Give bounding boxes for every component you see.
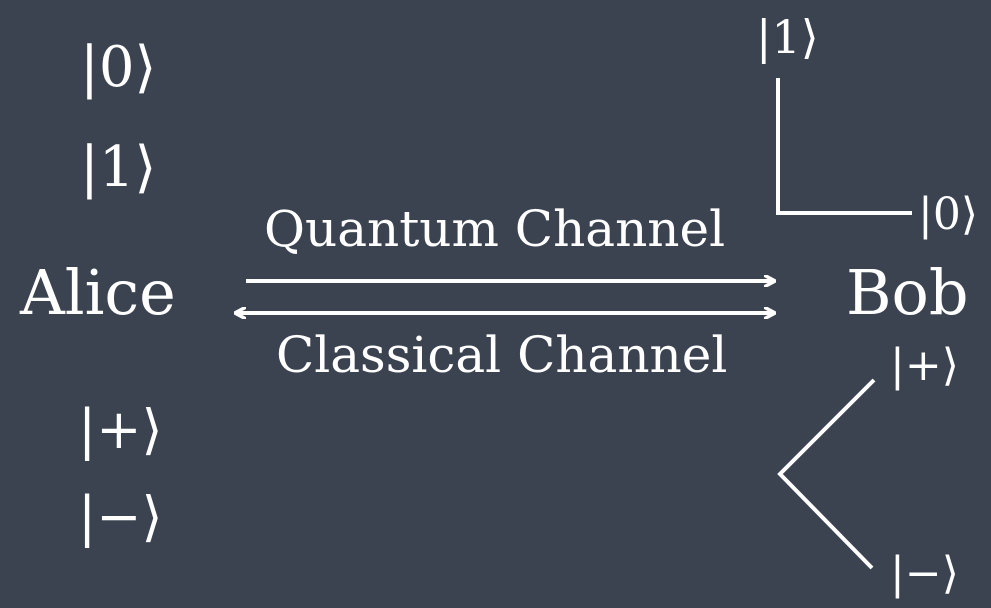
bob-diagonal-basis [777, 378, 876, 570]
bob-label: Bob [846, 256, 969, 329]
alice-state-plus: |+⟩ [78, 398, 163, 461]
bob-rectilinear-up-label: |1⟩ [756, 10, 819, 64]
alice-state-0: |0⟩ [80, 35, 157, 100]
classical-channel-label: Classical Channel [276, 326, 728, 384]
bob-rectilinear-basis [776, 78, 912, 215]
alice-state-minus: |−⟩ [78, 485, 163, 548]
quantum-channel-label: Quantum Channel [264, 200, 726, 258]
bob-diagonal-lower-label: |−⟩ [890, 548, 959, 599]
alice-state-1: |1⟩ [80, 135, 157, 200]
bob-rectilinear-right-label: |0⟩ [918, 189, 978, 240]
alice-label: Alice [20, 256, 176, 329]
bob-diagonal-upper-label: |+⟩ [890, 340, 959, 391]
